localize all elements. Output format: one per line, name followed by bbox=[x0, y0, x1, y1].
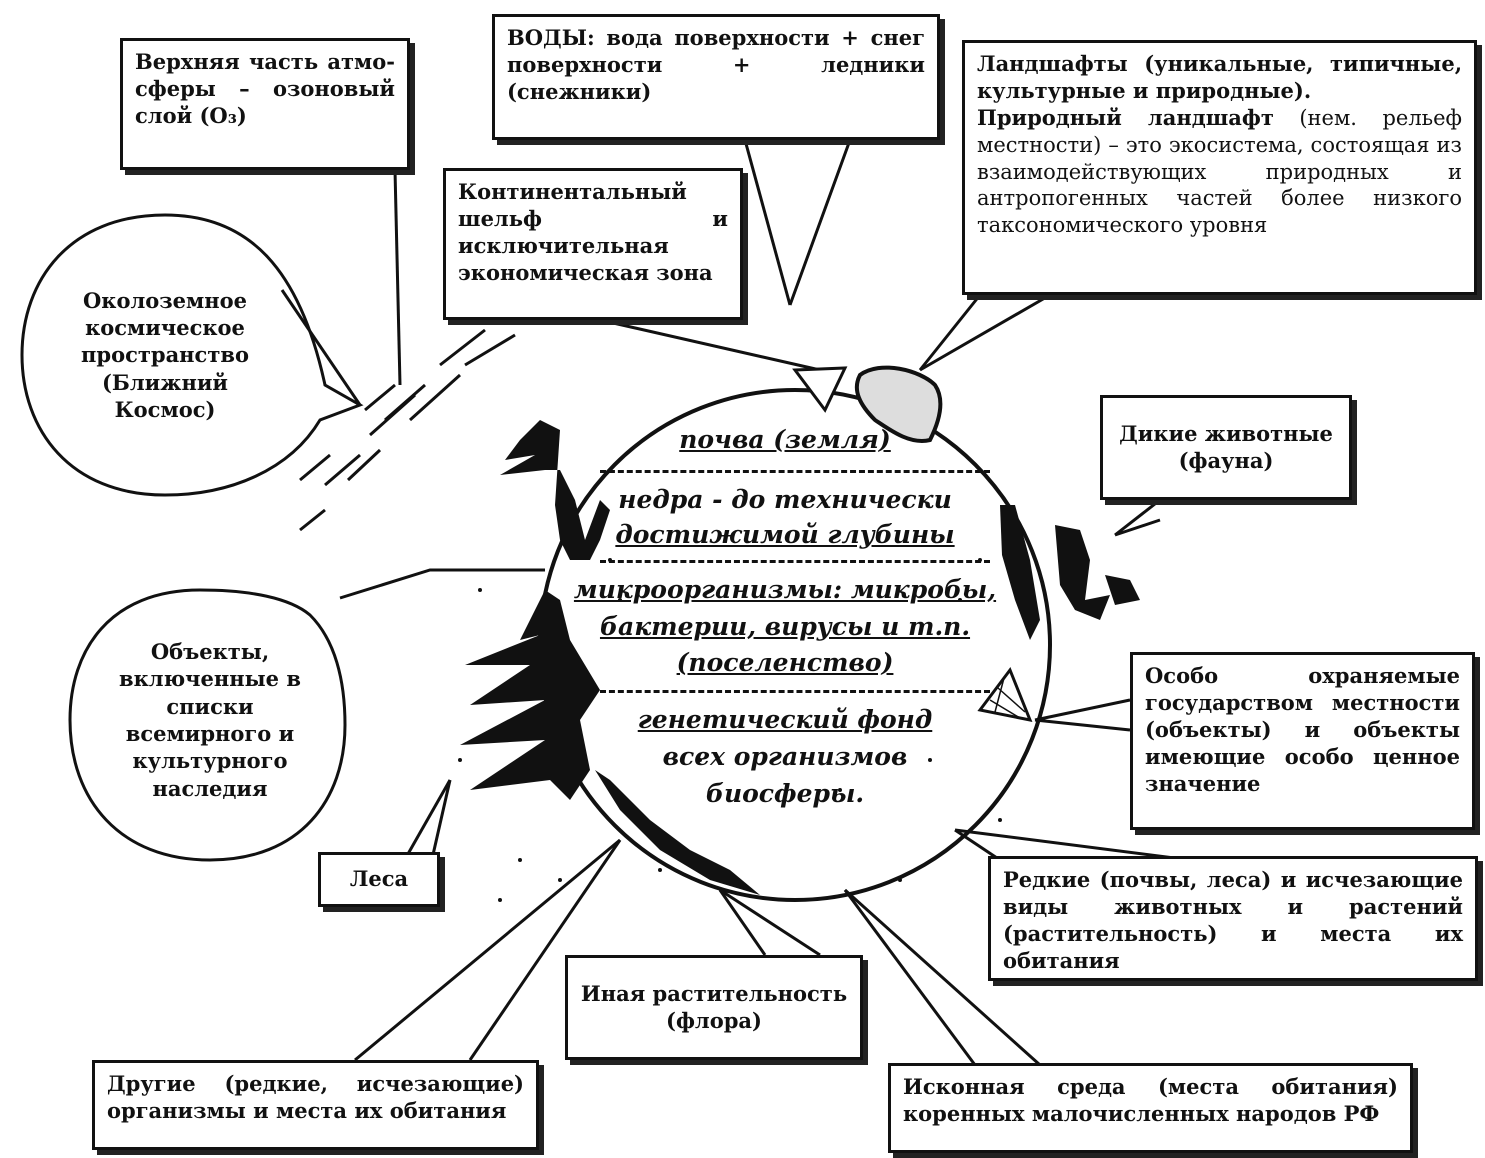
other-organisms-box: Другие (редкие, исчезающие) организмы и … bbox=[92, 1060, 539, 1150]
rare-box: Редкие (почвы, леса) и исчезающие виды ж… bbox=[988, 856, 1478, 981]
center-divider-3 bbox=[600, 690, 990, 693]
flora-box: Иная растительность (флора) bbox=[565, 955, 863, 1060]
micro-line-2: бактерии, вирусы и т.п. bbox=[599, 612, 971, 641]
protected-text: Особо охраняемые государством местности … bbox=[1145, 663, 1460, 796]
native-env-text: Исконная среда (места обитания) коренных… bbox=[903, 1074, 1398, 1126]
flora-text: Иная растительность (флора) bbox=[580, 980, 848, 1033]
atmosphere-box: Верхняя часть атмо-сферы – озоновый слой… bbox=[120, 38, 410, 170]
other-organisms-text: Другие (редкие, исчезающие) организмы и … bbox=[107, 1071, 524, 1123]
landscapes-definition: (нем. рельеф местности) – это экосистема… bbox=[977, 105, 1462, 238]
shelf-notch bbox=[792, 366, 848, 413]
connector-lines bbox=[354, 139, 1191, 1067]
shelf-text: Континентальный шельф и исключительная э… bbox=[458, 179, 728, 285]
subsoil-line-1: недра - до технически bbox=[618, 485, 952, 514]
fauna-box: Дикие животные (фауна) bbox=[1100, 395, 1352, 500]
micro-line-3: (поселенство) bbox=[676, 648, 894, 677]
landscapes-text-2: Природный ландшафт (нем. рельеф местност… bbox=[977, 105, 1462, 239]
landscapes-bold-term: Природный ландшафт bbox=[977, 104, 1274, 130]
shelf-box: Континентальный шельф и исключительная э… bbox=[443, 168, 743, 320]
heritage-connector bbox=[339, 568, 545, 600]
native-env-box: Исконная среда (места обитания) коренных… bbox=[888, 1063, 1413, 1153]
central-circle bbox=[538, 388, 1052, 902]
landscapes-text-1: Ландшафты (уникальные, типичные, культур… bbox=[977, 51, 1462, 103]
waters-box: ВОДЫ: вода поверхности + снег поверхност… bbox=[492, 14, 940, 140]
heritage-oval-shape bbox=[68, 588, 347, 862]
space-oval-shape bbox=[20, 213, 364, 497]
forests-text: Леса bbox=[349, 866, 409, 892]
heritage-oval-text: Объекты, включенные в списки всемирного … bbox=[119, 639, 301, 801]
protected-box: Особо охраняемые государством местности … bbox=[1130, 652, 1475, 830]
rare-text: Редкие (почвы, леса) и исчезающие виды ж… bbox=[1003, 867, 1463, 973]
space-hatching bbox=[299, 328, 516, 532]
space-oval-pointer bbox=[280, 289, 362, 406]
micro-line-1: микроорганизмы: микробы, bbox=[573, 575, 997, 604]
space-oval-text: Околоземное космическое пространство (Бл… bbox=[81, 287, 249, 422]
gene-line-3: биосферы. bbox=[705, 779, 865, 808]
center-divider-2 bbox=[600, 560, 990, 563]
center-divider-1 bbox=[600, 470, 990, 473]
fauna-text: Дикие животные (фауна) bbox=[1119, 420, 1333, 473]
waters-text: ВОДЫ: вода поверхности + снег поверхност… bbox=[507, 25, 925, 104]
gene-line-1: генетический фонд bbox=[637, 705, 933, 734]
protected-area-hatch bbox=[989, 677, 1026, 719]
gene-line-2: всех организмов bbox=[662, 742, 908, 771]
forests-box: Леса bbox=[318, 852, 440, 907]
protected-area-mark bbox=[977, 666, 1033, 723]
atmosphere-text: Верхняя часть атмо-сферы – озоновый слой… bbox=[135, 49, 395, 128]
landscape-blob bbox=[854, 365, 943, 443]
soil-label: почва (земля) bbox=[679, 425, 891, 454]
vegetation-silhouettes bbox=[460, 420, 1140, 895]
landscapes-box: Ландшафты (уникальные, типичные, культур… bbox=[962, 40, 1477, 295]
subsoil-line-2: достижимой глубины bbox=[615, 520, 955, 549]
